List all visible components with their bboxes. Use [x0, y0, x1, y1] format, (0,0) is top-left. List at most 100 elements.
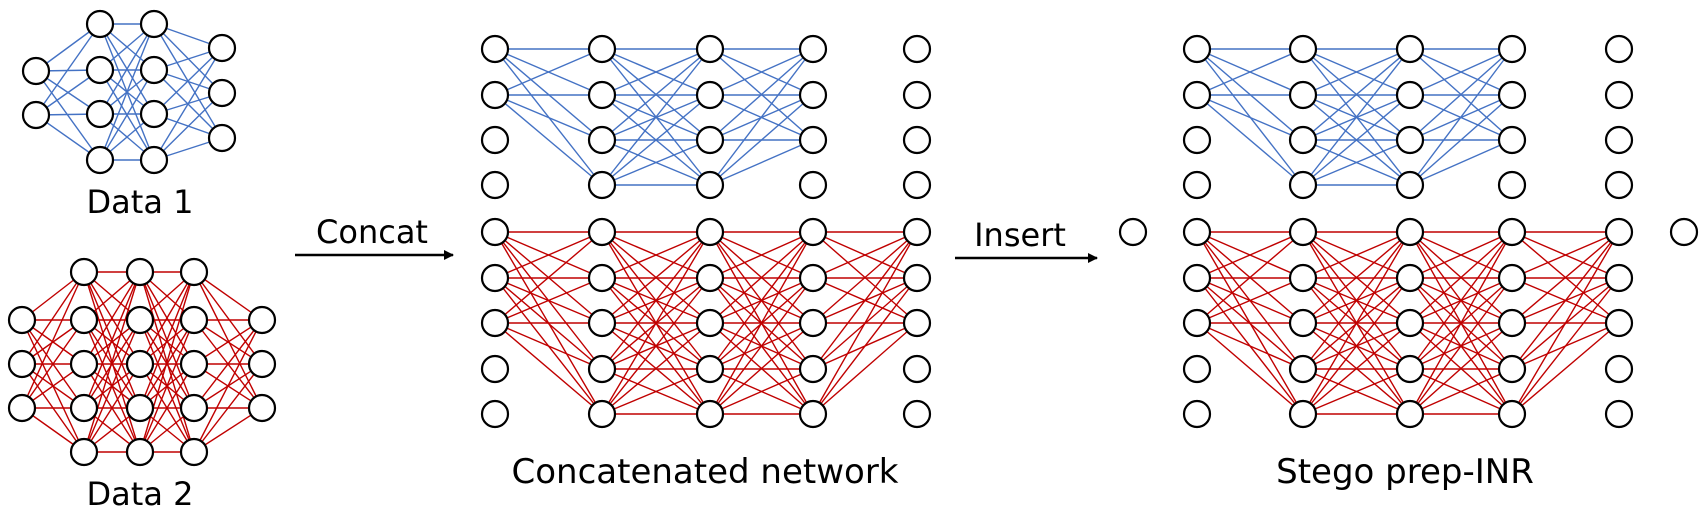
stego-node: [1497, 354, 1527, 384]
data2-node: [69, 437, 99, 467]
data1-network: [21, 9, 237, 175]
stego-node: [1497, 399, 1527, 429]
data1-edge: [35, 23, 101, 116]
concat-node: [798, 80, 828, 110]
data2-edge: [83, 271, 141, 409]
data2-edge: [139, 271, 195, 453]
concat-node: [902, 170, 932, 200]
concat-red-edge: [601, 231, 711, 370]
concat-blue-edge: [601, 94, 711, 186]
stego-red-edge: [1511, 231, 1620, 279]
data1-node: [139, 55, 169, 85]
stego-blue-edge: [1409, 48, 1513, 96]
concat-red-edge: [601, 231, 711, 324]
concat-red-edge: [494, 231, 603, 279]
stego-node: [1182, 308, 1212, 338]
concat-red-edge: [709, 231, 814, 279]
data2-node: [247, 393, 277, 423]
concat-node: [798, 34, 828, 64]
stego-node: [1395, 354, 1425, 384]
concat-red-edge: [812, 231, 918, 324]
concat-node: [480, 399, 510, 429]
concat-node: [587, 170, 617, 200]
concat-node: [480, 125, 510, 155]
stego-node: [1182, 354, 1212, 384]
stego-red-edge: [1511, 322, 1620, 415]
data1-node: [85, 55, 115, 85]
concat-blue-edge: [601, 48, 711, 186]
data2-edge: [21, 271, 85, 409]
concat-arrow-label: Concat: [316, 213, 428, 251]
concat-node: [695, 399, 725, 429]
stego-node: [1604, 170, 1634, 200]
stego-red-edge: [1196, 322, 1304, 370]
stego-blue-edge: [1409, 48, 1513, 141]
concat-node: [798, 125, 828, 155]
concat-node: [798, 308, 828, 338]
concatenated-network-label: Concatenated network: [512, 452, 899, 492]
concat-blue-edge: [601, 48, 711, 141]
stego-node: [1604, 217, 1634, 247]
stego-red-edge: [1409, 231, 1513, 279]
stego-node: [1497, 34, 1527, 64]
data1-edge: [99, 23, 155, 161]
concat-red-edge: [812, 322, 918, 415]
stego-red-edge: [1409, 277, 1513, 415]
data2-node: [179, 257, 209, 287]
concat-node: [587, 399, 617, 429]
concat-red-edge: [709, 368, 814, 415]
concat-node: [902, 354, 932, 384]
stego-red-edge: [1302, 231, 1411, 415]
stego-node: [1288, 125, 1318, 155]
concat-node: [587, 217, 617, 247]
data2-node: [125, 393, 155, 423]
data1-node: [85, 99, 115, 129]
data1-edge: [99, 69, 155, 161]
data2-node: [7, 349, 37, 379]
concat-node: [695, 80, 725, 110]
stego-red-edge: [1302, 231, 1411, 324]
data2-node: [69, 393, 99, 423]
data1-edge: [35, 70, 101, 161]
concat-node: [587, 34, 617, 64]
stego-blue-edge: [1196, 94, 1304, 141]
stego-blue-edge: [1409, 139, 1513, 186]
concat-blue-edge: [709, 139, 814, 186]
stego-node: [1497, 125, 1527, 155]
concat-red-edge: [709, 231, 814, 370]
data2-edge: [21, 319, 85, 409]
concat-blue-edge: [709, 48, 814, 141]
stego-node: [1182, 399, 1212, 429]
concat-node: [902, 263, 932, 293]
data2-node: [69, 305, 99, 335]
data1-node: [139, 145, 169, 175]
data1-node: [85, 9, 115, 39]
data2-node: [125, 305, 155, 335]
stego-node: [1604, 354, 1634, 384]
stego-node: [1497, 263, 1527, 293]
concat-node: [695, 263, 725, 293]
stego-red-edge: [1302, 368, 1411, 415]
stego-red-edge: [1409, 231, 1513, 415]
concat-red-edge: [709, 231, 814, 324]
concat-node: [798, 354, 828, 384]
stego-node: [1288, 354, 1318, 384]
stego-red-edge: [1511, 231, 1620, 415]
concat-node: [587, 125, 617, 155]
concat-node: [695, 125, 725, 155]
concat-blue-edge: [494, 48, 603, 96]
stego-red-edge: [1511, 231, 1620, 370]
concat-blue-edge: [494, 94, 603, 141]
concat-red-edge: [812, 231, 918, 370]
concat-node: [798, 170, 828, 200]
data2-node: [7, 305, 37, 335]
data2-edge: [193, 319, 263, 453]
data2-node: [179, 393, 209, 423]
stego-node: [1497, 308, 1527, 338]
stego-blue-edge: [1302, 94, 1411, 186]
concat-red-edge: [601, 231, 711, 279]
concatenated-network: [480, 34, 932, 429]
concat-node: [587, 354, 617, 384]
stego-red-edge: [1196, 277, 1304, 324]
